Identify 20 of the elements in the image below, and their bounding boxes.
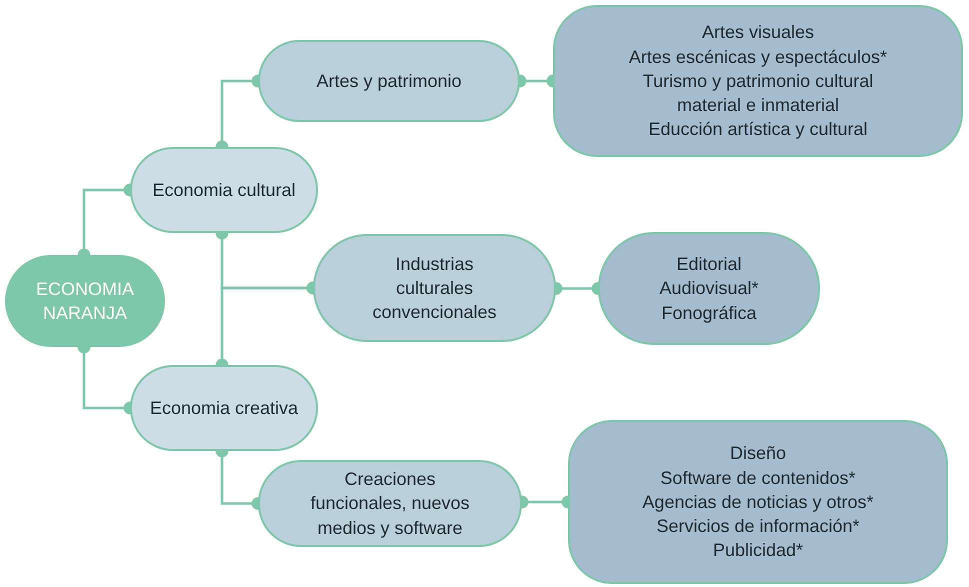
node-label: Educción artística y cultural [648, 118, 868, 142]
node-label: Audiovisual* [659, 277, 759, 300]
node-label: Artes y patrimonio [316, 70, 462, 93]
node-label: Servicios de información* [656, 515, 860, 538]
node-label: Publicidad* [712, 539, 804, 562]
sector-list-node [553, 5, 963, 157]
node-label: ECONOMIA NARANJA [34, 278, 135, 325]
node-label: Economia creativa [150, 396, 298, 420]
node-label: Economia cultural [152, 178, 296, 202]
node-label: Industrias culturales convencionales [371, 252, 498, 324]
node-label: Editorial [676, 253, 742, 276]
node-label: Agencias de noticias y otros* [642, 490, 874, 514]
node-label: Creaciones funcionales, nuevos medios y software [309, 468, 471, 540]
node-label: Artes escénicas y espectáculos* [628, 46, 888, 69]
node-label: Fonográfica [661, 302, 757, 325]
node-label: Turismo y patrimonio cultural material e inmaterial [642, 70, 874, 118]
node-label: Diseño [730, 442, 786, 466]
node-label: Software de contenidos* [660, 466, 856, 490]
node-label: Artes visuales [702, 21, 814, 44]
sector-list-node [568, 420, 948, 584]
